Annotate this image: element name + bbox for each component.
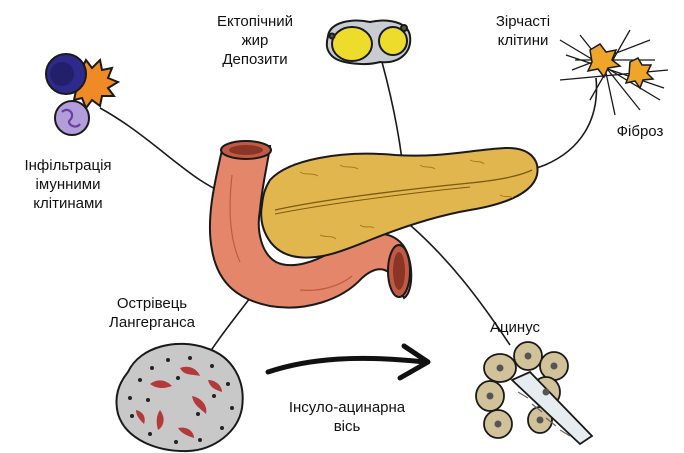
label-axis-line1: Інсуло-ацинарна	[272, 398, 422, 417]
label-ectopic-fat-line2: жир	[205, 31, 305, 50]
label-immune-line2: імунними	[8, 175, 128, 194]
fat-deposit-icon	[327, 21, 410, 64]
label-axis: Інсуло-ацинарна вісь	[272, 398, 422, 436]
label-acinus: Ацинус	[470, 318, 560, 337]
immune-cells-icon	[46, 54, 118, 135]
label-stellate-cells: Зірчасті клітини	[478, 12, 568, 50]
label-immune-infiltration: Інфільтрація імунними клітинами	[8, 156, 128, 213]
label-stellate-cells-line2: клітини	[478, 31, 568, 50]
axis-arrow-icon	[268, 346, 428, 378]
label-ectopic-fat: Ектопічний жир Депозити	[205, 12, 305, 69]
label-islet: Острівець Лангерганса	[92, 294, 212, 332]
label-fibrosis: Фіброз	[605, 122, 675, 141]
label-islet-line2: Лангерганса	[92, 313, 212, 332]
label-ectopic-fat-line3: Депозити	[205, 50, 305, 69]
label-immune-line3: клітинами	[8, 194, 128, 213]
label-fibrosis-text: Фіброз	[605, 122, 675, 141]
acinus-icon	[476, 342, 592, 444]
stellate-cells-icon	[560, 30, 668, 115]
islet-icon	[116, 344, 242, 451]
label-islet-line1: Острівець	[92, 294, 212, 313]
label-stellate-cells-line1: Зірчасті	[478, 12, 568, 31]
label-acinus-text: Ацинус	[470, 318, 560, 337]
label-immune-line1: Інфільтрація	[8, 156, 128, 175]
label-ectopic-fat-line1: Ектопічний	[205, 12, 305, 31]
label-axis-line2: вісь	[272, 417, 422, 436]
